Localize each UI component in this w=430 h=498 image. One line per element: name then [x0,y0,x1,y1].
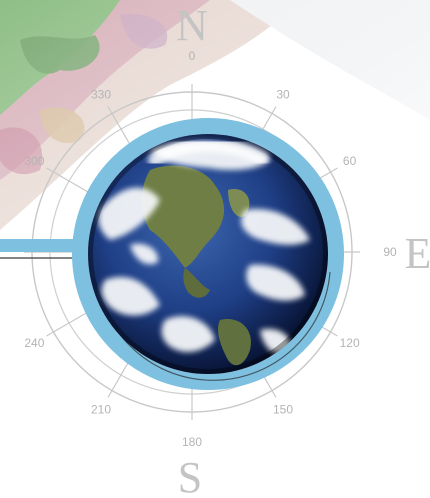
degree-label-330: 330 [91,87,111,101]
cardinal-east: E [405,229,430,278]
degree-label-150: 150 [273,403,293,417]
cardinal-south: S [178,453,202,498]
degree-label-60: 60 [343,154,357,168]
degree-label-0: 0 [189,49,196,63]
degree-label-300: 300 [24,154,44,168]
degree-label-240: 240 [24,336,44,350]
degree-label-90: 90 [383,245,397,259]
degree-label-210: 210 [91,403,111,417]
earth-globe [88,134,328,374]
degree-labels: 0 30 60 90 120 150 180 210 240 300 330 [24,49,397,449]
degree-label-30: 30 [276,87,290,101]
degree-label-120: 120 [340,336,360,350]
degree-label-180: 180 [182,435,202,449]
cardinal-north: N [176,1,208,50]
